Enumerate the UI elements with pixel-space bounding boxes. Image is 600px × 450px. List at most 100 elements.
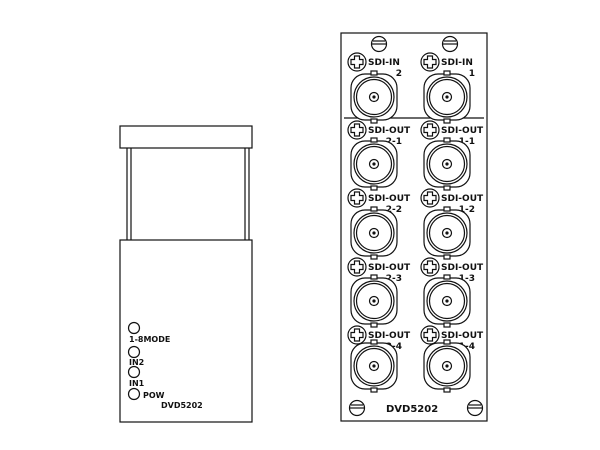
bnc-center-insulator bbox=[441, 227, 453, 239]
bnc-nub-bottom bbox=[443, 118, 451, 124]
bnc-bayonet-ring bbox=[426, 143, 468, 185]
connector-sublabel: 1-2 bbox=[459, 205, 475, 215]
bnc-center-insulator bbox=[368, 295, 380, 307]
bnc-bayonet-ring bbox=[426, 212, 468, 254]
bnc-center-insulator bbox=[368, 360, 380, 372]
bnc-center-insulator bbox=[441, 295, 453, 307]
bnc-bayonet-ring bbox=[426, 76, 468, 118]
lock-screw-icon bbox=[420, 52, 440, 72]
bnc-center-insulator bbox=[368, 227, 380, 239]
connector-sublabel: 1 bbox=[469, 69, 475, 79]
bnc-nub-top bbox=[370, 137, 378, 143]
led-in2-indicator bbox=[127, 345, 141, 359]
bnc-connector-grid: SDI-IN2SDI-IN1SDI-OUT2-1SDI-OUT1-1SDI-OU… bbox=[347, 52, 484, 393]
bnc-center-pin bbox=[445, 162, 449, 166]
led-pow-label: POW bbox=[143, 391, 165, 400]
lock-screw-icon bbox=[347, 188, 367, 208]
cross-slot-icon bbox=[350, 260, 364, 274]
bnc-nub-bottom bbox=[370, 118, 378, 124]
lock-screw-icon bbox=[420, 120, 440, 140]
led-in2-label: IN2 bbox=[129, 358, 144, 367]
connector-sublabel: 2-3 bbox=[386, 274, 402, 284]
bnc-nub-top bbox=[443, 70, 451, 76]
lock-screw-icon bbox=[347, 120, 367, 140]
led-1-8mode-indicator bbox=[127, 321, 141, 335]
bnc-nub-bottom bbox=[443, 185, 451, 191]
cross-slot-icon bbox=[423, 55, 437, 69]
bottom-mounting-screw-left bbox=[348, 399, 366, 417]
connector-label: SDI-OUT bbox=[368, 331, 411, 341]
connector-label: SDI-OUT bbox=[441, 263, 484, 273]
cross-slot-icon bbox=[350, 123, 364, 137]
bnc-connector-sdi-in-2[interactable]: SDI-IN2 bbox=[347, 52, 402, 124]
bnc-bayonet-ring bbox=[353, 143, 395, 185]
connector-label: SDI-OUT bbox=[441, 331, 484, 341]
bnc-nub-top bbox=[370, 206, 378, 212]
bnc-nub-top bbox=[443, 274, 451, 280]
bnc-inner-ring bbox=[428, 282, 466, 320]
bnc-inner-ring bbox=[355, 214, 393, 252]
led-in1-indicator bbox=[127, 365, 141, 379]
connector-sublabel: 1-1 bbox=[459, 137, 475, 147]
cross-slot-icon bbox=[423, 123, 437, 137]
top-mounting-screw-left bbox=[370, 35, 388, 53]
bnc-nub-top bbox=[443, 339, 451, 345]
bnc-inner-ring bbox=[428, 145, 466, 183]
bnc-center-insulator bbox=[441, 158, 453, 170]
bnc-center-pin bbox=[372, 95, 376, 99]
connector-sublabel: 2-1 bbox=[386, 137, 402, 147]
bnc-nub-bottom bbox=[370, 254, 378, 260]
bnc-center-pin bbox=[445, 95, 449, 99]
bnc-bayonet-ring bbox=[353, 280, 395, 322]
bnc-center-pin bbox=[372, 364, 376, 368]
bnc-center-insulator bbox=[368, 158, 380, 170]
bnc-bayonet-ring bbox=[353, 345, 395, 387]
connector-label: SDI-OUT bbox=[441, 126, 484, 136]
cross-slot-icon bbox=[350, 328, 364, 342]
bnc-nub-bottom bbox=[370, 387, 378, 393]
top-mounting-screw-right bbox=[441, 35, 459, 53]
bnc-nub-bottom bbox=[443, 254, 451, 260]
rear-panel-model-label: DVD5202 bbox=[386, 404, 438, 415]
connector-label: SDI-OUT bbox=[368, 263, 411, 273]
bnc-center-insulator bbox=[368, 91, 380, 103]
bnc-bayonet-ring bbox=[426, 280, 468, 322]
bnc-center-pin bbox=[372, 299, 376, 303]
led-in1-label: IN1 bbox=[129, 379, 145, 388]
lock-screw-icon bbox=[420, 257, 440, 277]
bnc-inner-ring bbox=[355, 282, 393, 320]
lock-screw-icon bbox=[420, 188, 440, 208]
connector-label: SDI-OUT bbox=[368, 126, 411, 136]
bnc-center-pin bbox=[445, 231, 449, 235]
bnc-nub-top bbox=[370, 339, 378, 345]
connector-label: SDI-IN bbox=[441, 58, 473, 68]
bottom-mounting-screw-right bbox=[466, 399, 484, 417]
front-panel-model-label: DVD5202 bbox=[161, 401, 203, 410]
connector-sublabel: 2-4 bbox=[386, 342, 402, 352]
bnc-nub-top bbox=[443, 206, 451, 212]
bnc-inner-ring bbox=[428, 78, 466, 116]
front-panel: 1-8MODE IN2 IN1 POW DVD5202 bbox=[119, 125, 253, 423]
cross-slot-icon bbox=[423, 191, 437, 205]
cross-slot-icon bbox=[423, 260, 437, 274]
cross-slot-icon bbox=[423, 328, 437, 342]
bnc-bayonet-ring bbox=[426, 345, 468, 387]
cross-slot-icon bbox=[350, 191, 364, 205]
bnc-nub-bottom bbox=[370, 185, 378, 191]
lock-screw-icon bbox=[347, 325, 367, 345]
lock-screw-icon bbox=[347, 257, 367, 277]
bnc-connector-sdi-in-1[interactable]: SDI-IN1 bbox=[420, 52, 475, 124]
led-pow-indicator bbox=[127, 387, 141, 401]
bnc-nub-bottom bbox=[443, 387, 451, 393]
connector-sublabel: 1-3 bbox=[459, 274, 475, 284]
bnc-center-insulator bbox=[441, 91, 453, 103]
